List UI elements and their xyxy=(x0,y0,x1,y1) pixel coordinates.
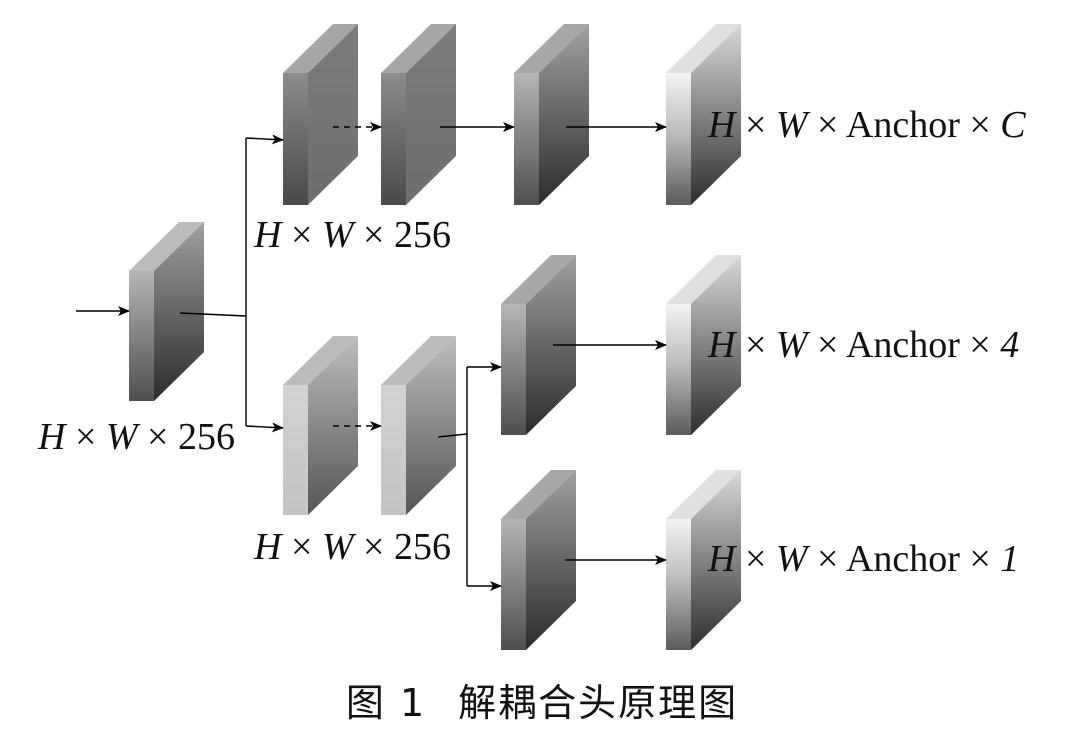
bottom-branch-conv-block-2 xyxy=(381,336,456,515)
reg-branch-conv-block xyxy=(501,255,576,435)
bottom-to-split-line xyxy=(437,433,468,438)
obj-output-block xyxy=(666,470,741,650)
input-feature-block xyxy=(129,222,204,401)
input-to-split-line xyxy=(179,312,247,317)
split-to-bottom-arrow xyxy=(245,422,284,433)
top-branch-dim-label: H × W × 256 xyxy=(254,214,451,256)
figure-caption: 图 1 解耦合头原理图 xyxy=(0,672,1084,727)
cls-output-block xyxy=(666,24,741,205)
figure-caption-label: 图 1 xyxy=(345,681,427,725)
top-branch-conv-block-1 xyxy=(283,24,358,205)
obj-output-dim-label: H × W × Anchor × 1 xyxy=(708,538,1020,580)
split-to-top-arrow xyxy=(245,134,284,145)
figure-caption-text: 解耦合头原理图 xyxy=(458,681,739,725)
bottom-branch-dim-label: H × W × 256 xyxy=(254,526,451,568)
reg-output-dim-label: H × W × Anchor × 4 xyxy=(708,324,1020,366)
connectors xyxy=(76,122,667,591)
reg-output-block xyxy=(666,255,741,435)
top-branch-conv-block-2 xyxy=(381,24,456,205)
input-dim-label: H × W × 256 xyxy=(38,416,235,458)
top-branch-conv-block-3 xyxy=(514,24,589,205)
obj-branch-conv-block xyxy=(501,470,576,650)
cls-output-dim-label: H × W × Anchor × C xyxy=(708,104,1026,146)
